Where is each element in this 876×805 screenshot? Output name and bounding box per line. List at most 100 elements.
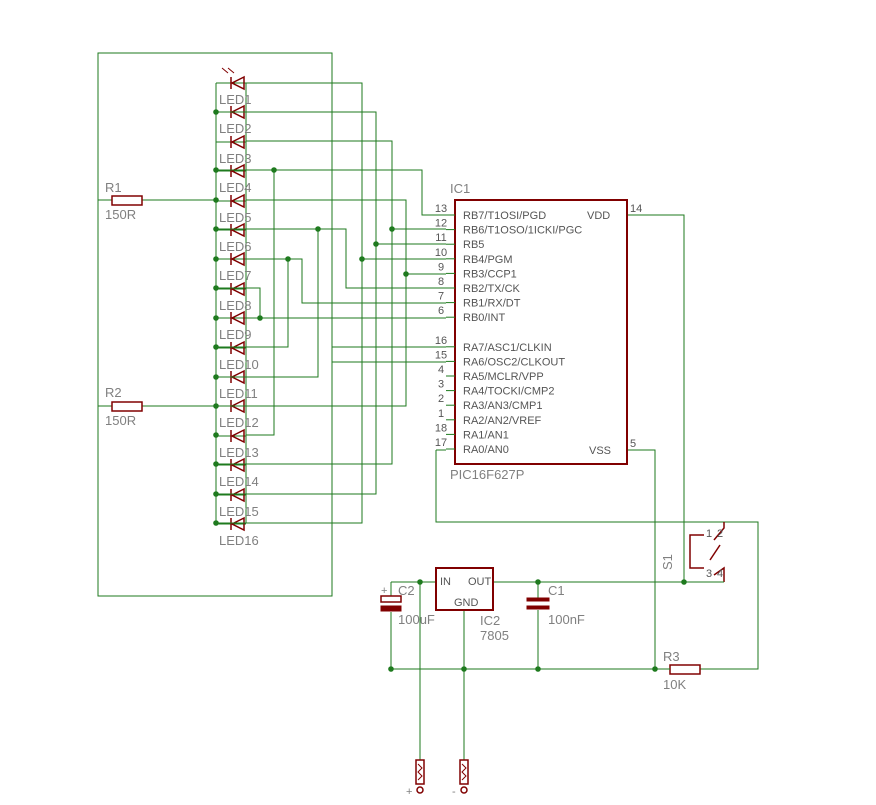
c2-name: C2 — [398, 583, 415, 598]
junction-dot — [373, 241, 379, 247]
led-label: LED14 — [219, 474, 259, 489]
ic1-pin-number: 9 — [438, 261, 444, 273]
ic1-vdd-pin: 14 — [630, 203, 642, 215]
junction-dot — [213, 432, 219, 438]
ic1-pin: RB5 11 — [435, 232, 484, 251]
ic1-pin-label: RA4/TOCKI/CMP2 — [463, 386, 555, 398]
ic1-pin-number: 10 — [435, 247, 447, 259]
junction-dot — [389, 226, 395, 232]
junction-dot — [213, 226, 219, 232]
s1-pin3: 3 — [706, 568, 712, 580]
led-array: LED1LED2LED3LED4LED5LED6LED7LED8LED9LED1… — [216, 67, 259, 548]
junction-dot — [359, 256, 365, 262]
ic1-pin: RB4/PGM 10 — [435, 247, 513, 266]
led-1: LED1 — [216, 67, 252, 107]
ic1-pin-label: RB1/RX/DT — [463, 298, 521, 310]
r2-resistor: R2 150R — [105, 385, 143, 428]
connector-minus-label: - — [452, 786, 456, 798]
ic1-pin-label: RB6/T1OSO/1ICKI/PGC — [463, 225, 582, 237]
ic1-vss-label: VSS — [589, 445, 611, 457]
ic1-pin-number: 7 — [438, 291, 444, 303]
ic1-vss-pin: 5 — [630, 438, 636, 450]
connector-minus: - — [452, 759, 469, 798]
led-14: LED14 — [216, 457, 259, 489]
led-10: LED10 — [216, 340, 259, 372]
s1-name: S1 — [660, 554, 675, 570]
r1-resistor: R1 150R — [105, 180, 143, 222]
ic1-pin-label: RA6/OSC2/CLKOUT — [463, 356, 565, 368]
ic1-pin-label: RB5 — [463, 239, 484, 251]
connector-plus-label: + — [406, 786, 412, 798]
led-bus-wires — [215, 83, 247, 523]
r2-value: 150R — [105, 413, 136, 428]
led-label: LED9 — [219, 327, 252, 342]
junction-dot — [213, 109, 219, 115]
s1-pin4: 4 — [717, 568, 723, 580]
led-8: LED8 — [216, 281, 252, 313]
ic2-regulator: IN OUT GND IC2 7805 — [435, 567, 509, 643]
led-label: LED4 — [219, 180, 252, 195]
junction-dot — [213, 256, 219, 262]
led-label: LED16 — [219, 533, 259, 548]
r3-name: R3 — [663, 649, 680, 664]
led-label: LED15 — [219, 504, 259, 519]
led-4: LED4 — [216, 163, 252, 195]
led-label: LED11 — [219, 386, 258, 401]
led-11: LED11 — [216, 369, 258, 401]
junction-dot — [285, 256, 291, 262]
led-label: LED10 — [219, 357, 259, 372]
ic1-pin-number: 1 — [438, 408, 444, 420]
led-label: LED2 — [219, 121, 252, 136]
led-3: LED3 — [216, 134, 252, 166]
c1-value: 100nF — [548, 612, 585, 627]
ic1-pin-label: RB4/PGM — [463, 254, 513, 266]
r1-value: 150R — [105, 207, 136, 222]
c1-capacitor: C1 100nF — [526, 583, 585, 627]
outer-wires — [97, 52, 333, 597]
ic1-pin-number: 16 — [435, 335, 447, 347]
ic1-pin-number: 18 — [435, 422, 447, 434]
ic1-pin-number: 13 — [435, 203, 447, 215]
junction-dot — [257, 315, 263, 321]
s1-pin1: 1 — [706, 528, 712, 540]
c2-plus-mark: + — [381, 585, 387, 597]
ic1-pin-label: RA2/AN2/VREF — [463, 415, 542, 427]
led-7: LED7 — [216, 251, 252, 283]
led-label: LED1 — [219, 92, 252, 107]
ic1-pin: RA2/AN2/VREF 1 — [438, 408, 542, 427]
led-label: LED3 — [219, 151, 252, 166]
ic1-pin-label: RA3/AN3/CMP1 — [463, 400, 542, 412]
led-13: LED13 — [216, 428, 259, 460]
ic2-name: IC2 — [480, 613, 500, 628]
junction-dot — [213, 520, 219, 526]
ic1-pin-label: RB2/TX/CK — [463, 283, 521, 295]
c2-capacitor: + C2 100uF — [380, 583, 435, 627]
ic1-pin-number: 11 — [435, 232, 446, 244]
led-9: LED9 — [216, 310, 252, 342]
ic1-pin-number: 4 — [438, 364, 444, 376]
ic1-pin-number: 8 — [438, 276, 444, 288]
ic2-out-label: OUT — [468, 576, 492, 588]
ic1-pin: RB1/RX/DT 7 — [438, 291, 521, 310]
ic1-pin-label: RB3/CCP1 — [463, 268, 517, 280]
junction-dot — [213, 461, 219, 467]
led-12: LED12 — [216, 398, 259, 430]
junction-dot — [213, 403, 219, 409]
ic1-pin: RA4/TOCKI/CMP2 3 — [438, 379, 555, 398]
junction-dot — [213, 374, 219, 380]
ic2-in-label: IN — [440, 576, 451, 588]
ic1-pin-number: 3 — [438, 379, 444, 391]
ic1-chip: IC1 PIC16F627P RB7/T1OSI/PGD13RB6/T1OSO/… — [435, 181, 642, 482]
ic1-vdd-label: VDD — [587, 210, 610, 222]
routing-wires — [216, 82, 759, 670]
junction-dot — [213, 285, 219, 291]
junction-dot — [213, 315, 219, 321]
